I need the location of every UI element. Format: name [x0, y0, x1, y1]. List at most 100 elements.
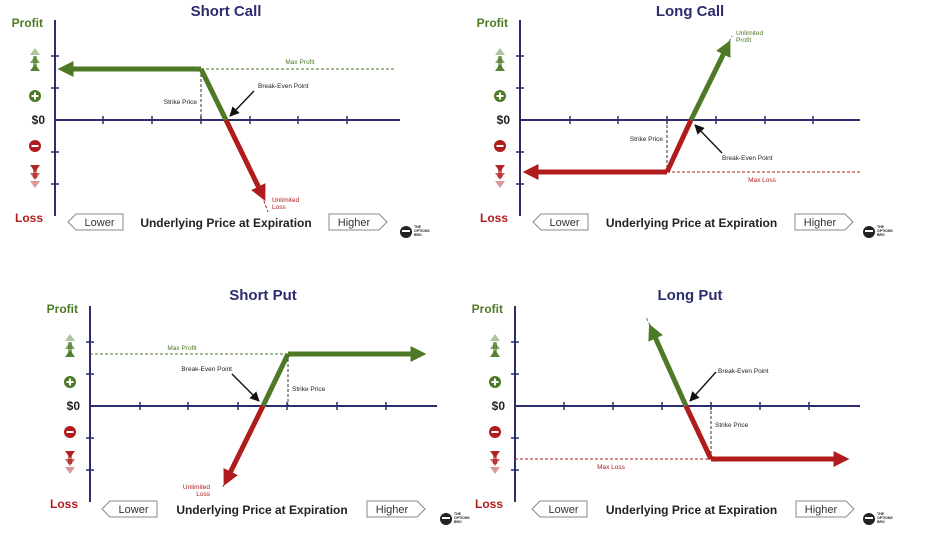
plus-circle-icon — [29, 90, 41, 102]
break-even-pointer — [689, 371, 717, 402]
profit-arrows-icon — [495, 48, 505, 71]
higher-button-label[interactable]: Higher — [338, 217, 371, 229]
logo-line3: BRO — [877, 520, 885, 524]
loss-arrows-icon — [30, 165, 40, 188]
higher-button[interactable]: Higher — [366, 500, 426, 518]
break-even-pointer — [229, 90, 255, 117]
lower-button-label[interactable]: Lower — [549, 504, 579, 516]
strike-price-label: Strike Price — [164, 99, 198, 106]
payoff-profit-segment — [648, 323, 689, 408]
payoff-slope-profit — [260, 352, 291, 408]
unlimited-loss-label-line2: Loss — [272, 204, 286, 211]
lower-button-shape — [101, 500, 158, 518]
zero-label: $0 — [497, 113, 511, 127]
minus-circle-icon — [64, 426, 76, 438]
loss-arrows-icon — [490, 451, 500, 474]
chart-title: Long Put — [658, 287, 723, 304]
logo-line3: BRO — [414, 233, 422, 237]
lower-button-shape — [531, 500, 588, 518]
logo-line1: THE — [877, 225, 885, 229]
logo-line1: THE — [877, 512, 885, 516]
loss-arrows-icon — [65, 451, 75, 474]
payoff-slope-loss — [683, 404, 714, 461]
max-loss-label: Max Loss — [597, 464, 626, 471]
unlimited-profit-label-line2: Profit — [736, 37, 751, 44]
lower-button-shape — [67, 213, 124, 231]
higher-button-label[interactable]: Higher — [804, 217, 837, 229]
lower-button[interactable]: Lower — [101, 500, 158, 518]
underlying-price-label: Underlying Price at Expiration — [140, 216, 311, 230]
zero-label: $0 — [492, 399, 506, 413]
break-even-label: Break-Even Point — [258, 83, 309, 90]
lower-button-label[interactable]: Lower — [85, 217, 115, 229]
profit-label: Profit — [477, 16, 508, 30]
higher-button-shape — [366, 500, 426, 518]
payoff-profit-segment — [688, 40, 731, 122]
higher-button[interactable]: Higher — [795, 500, 855, 518]
chart-title: Short Put — [229, 287, 297, 304]
break-even-label: Break-Even Point — [181, 366, 232, 373]
unlimited-loss-line — [261, 195, 269, 213]
higher-button-label[interactable]: Higher — [376, 504, 409, 516]
underlying-price-label: Underlying Price at Expiration — [176, 503, 347, 517]
profit-arrows-icon — [490, 334, 500, 357]
profit-arrows-icon — [30, 48, 40, 71]
higher-button-label[interactable]: Higher — [805, 504, 838, 516]
logo-line1: THE — [414, 225, 422, 229]
strike-price-label: Strike Price — [292, 386, 326, 393]
max-profit-label: Max Profit — [285, 59, 314, 66]
break-even-pointer — [231, 373, 260, 402]
strike-price-label: Strike Price — [715, 422, 749, 429]
unlimited-loss-label-line1: Unlimited — [272, 197, 299, 204]
loss-label: Loss — [475, 497, 503, 511]
plus-circle-icon — [64, 376, 76, 388]
lower-button[interactable]: Lower — [532, 213, 589, 231]
profit-label: Profit — [472, 302, 503, 316]
plus-circle-icon — [489, 376, 501, 388]
unlimited-loss-line — [221, 479, 228, 489]
logo-line2: OPTIONS — [414, 229, 430, 233]
minus-circle-icon — [489, 426, 501, 438]
minus-circle-icon — [494, 140, 506, 152]
lower-button[interactable]: Lower — [531, 500, 588, 518]
payoff-slope-profit — [198, 67, 229, 122]
loss-label: Loss — [480, 211, 508, 225]
higher-button[interactable]: Higher — [794, 213, 854, 231]
unlimited-profit-line — [726, 35, 733, 47]
loss-label: Loss — [50, 497, 78, 511]
plus-circle-icon — [494, 90, 506, 102]
loss-arrows-icon — [495, 165, 505, 188]
lower-button[interactable]: Lower — [67, 213, 124, 231]
payoff-loss-segment — [223, 404, 266, 486]
unlimited-loss-label-line2: Loss — [196, 491, 210, 498]
underlying-price-label: Underlying Price at Expiration — [606, 503, 777, 517]
loss-label: Loss — [15, 211, 43, 225]
unlimited-profit-label-line1: Unlimited — [736, 30, 763, 37]
payoff-loss-segment — [223, 118, 266, 201]
logo-line2: OPTIONS — [454, 516, 470, 520]
profit-arrows-icon — [65, 334, 75, 357]
chart-title: Long Call — [656, 3, 724, 20]
logo-line2: OPTIONS — [877, 516, 893, 520]
unlimited-profit-line — [645, 316, 653, 331]
lower-button-label[interactable]: Lower — [550, 217, 580, 229]
unlimited-loss-label-line1: Unlimited — [183, 484, 210, 491]
higher-button[interactable]: Higher — [328, 213, 388, 231]
strike-price-label: Strike Price — [630, 136, 664, 143]
lower-button-label[interactable]: Lower — [119, 504, 149, 516]
max-loss-label: Max Loss — [748, 177, 777, 184]
logo-line3: BRO — [454, 520, 462, 524]
profit-label: Profit — [47, 302, 78, 316]
logo-line3: BRO — [877, 233, 885, 237]
max-profit-label: Max Profit — [167, 345, 196, 352]
logo-line2: OPTIONS — [877, 229, 893, 233]
